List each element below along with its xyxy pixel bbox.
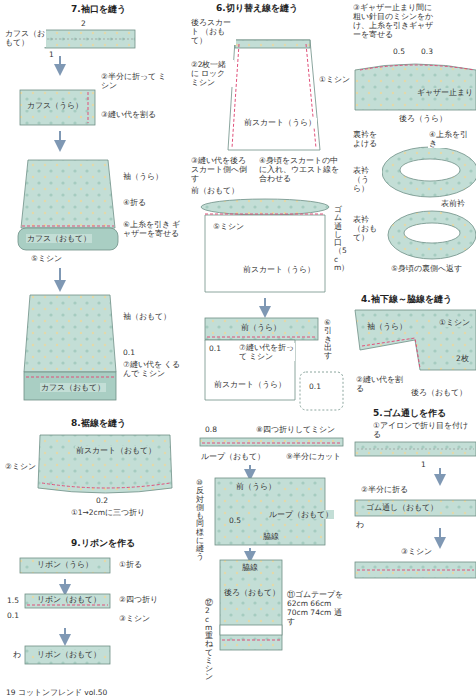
callout-label: ②半分に折って ミシン [100,72,172,90]
callout-label: ①ミシン [438,318,471,327]
callout-label: ⑨半分にカット [285,452,342,461]
callout-label: わ [355,520,365,529]
callout-label: ①アイロンで折り目を付ける [372,421,474,439]
callout-label: 0.1 [122,348,136,357]
callout-label: 1.5 [6,596,20,605]
callout-label: ⑩反対側も同様に縫う [196,478,204,563]
callout-label: 前スカート（うら） [242,265,316,274]
callout-label: 前スカート（うら） [243,118,317,127]
callout-label: ③ミシン [400,547,433,556]
callout-label: 後ろ（おもて） [410,388,468,397]
step-heading: 4.袖下線～脇線を縫う [360,294,453,305]
callout-label: ⑤身頃の裏側へ返す [390,264,472,273]
callout-label: ⑫2cm重ねてミシン [205,598,213,683]
callout-label: カフス（おもて） [4,29,46,47]
step-heading: 7.袖口を縫う [70,4,127,15]
callout-label: ①1→2cmに三つ折り [70,508,146,517]
callout-label: 前（うら） [240,323,282,332]
fabric-pieces [18,30,476,664]
callout-label: ②ミシン [4,462,37,471]
callout-label: 袖（うら） [122,172,164,181]
step-heading: 5.ゴム通しを作る [372,408,447,419]
callout-label: ①ミシン [318,75,351,84]
callout-label: ⑥引き出す [324,318,332,361]
callout-label: 1 [420,460,427,469]
callout-label: 表前衿 [440,199,466,208]
callout-label: ④身頃をスカートの中に入れ、ウエスト線を合わせる [258,156,345,183]
callout-label: 前スカート（おもて） [75,446,157,455]
callout-label: 1 [48,50,55,59]
callout-label: ④上糸を引き [428,130,474,148]
callout-label: 袖（おもて） [122,312,172,321]
callout-label: ループ（おもて） [268,510,334,519]
callout-label: 前スカート（うら） [213,380,287,389]
callout-label: 0.8 [204,425,218,434]
callout-label: 2枚 [455,354,470,363]
step-heading: 6.切り替え線を縫う [215,3,299,14]
callout-label: 後ろ（うら） [398,114,448,123]
callout-label: 袖（うら） [366,322,408,331]
callout-label: リボン（うら） [36,560,94,569]
callout-label: ⑪ゴムテープを 62cm 66cm 70cm 74cm 通す [286,590,346,626]
callout-label: ②縫い代を割る [355,375,407,393]
callout-label: リボン（おもて） [36,650,102,659]
callout-label: 0.5 [392,47,406,56]
callout-label: 0.1 [208,344,222,353]
callout-label: 0.5 [228,516,242,525]
callout-label: ギャザー止まり [416,88,474,97]
callout-label: カフス（おもて） [26,234,92,243]
callout-label: ⑦縫い代を折って ミシン [238,343,295,361]
callout-label: わ [12,650,22,659]
callout-label: ⑥上糸を引き ギャザーを寄せる [122,220,184,238]
callout-label: ③縫い代を後ろスカート側へ倒す [190,156,254,183]
callout-label: カフス（うら） [26,101,84,110]
callout-label: ③ミシン [118,614,151,623]
callout-label: ②四つ折り [118,595,159,604]
callout-label: 前（うら） [235,482,277,491]
step-heading: 8.裾線を縫う [70,418,127,429]
callout-label: 0.3 [420,47,434,56]
callout-label: 表衿（おもて） [352,215,382,242]
callout-label: ③ギャザー止まり間に粗い針目のミシンをかけ、上糸を引きギャザーを寄せる [352,3,434,39]
callout-label: ③縫い代を割る [100,110,162,119]
callout-label: 19 コットンフレンド vol.50 [5,688,108,697]
callout-label: ループ（おもて） [200,452,266,461]
callout-label: 前（おもて） [190,186,240,195]
callout-label: 0.1 [308,382,322,391]
callout-label: 2 [80,19,87,28]
callout-label: ⑧四つ折りしてミシン [255,425,336,434]
stitch-lines [22,44,474,640]
callout-label: 後ろスカート （おもて） [190,18,236,45]
callout-label: ②半分に折る [360,485,409,494]
callout-label: リボン（おもて） [36,595,102,604]
callout-label: ⑤ミシン [212,222,245,231]
callout-label: 裏衿をよける [352,130,382,148]
callout-label: ⑤ミシン [30,254,63,263]
callout-label: 脇線 [262,532,280,541]
callout-label: 0.2 [95,496,109,505]
callout-label: ⑦縫い代を くるんで ミシン [122,360,184,378]
callout-label: 脇線 [241,563,259,572]
callout-label: ①折る [118,560,143,569]
callout-label: 表衿（うら） [352,166,382,193]
callout-label: 後ろ（おもて） [223,588,281,597]
callout-label: 0.1 [6,611,20,620]
callout-label: カフス（おもて） [40,383,106,392]
callout-label: ④折る [122,198,147,207]
step-heading: 9.リボンを作る [70,538,136,549]
callout-label: ゴム通し口（5cm） [334,205,342,273]
callout-label: ゴム通し（おもて） [365,503,439,512]
callout-label: ②2枚一緒に ロックミシン [190,60,234,87]
